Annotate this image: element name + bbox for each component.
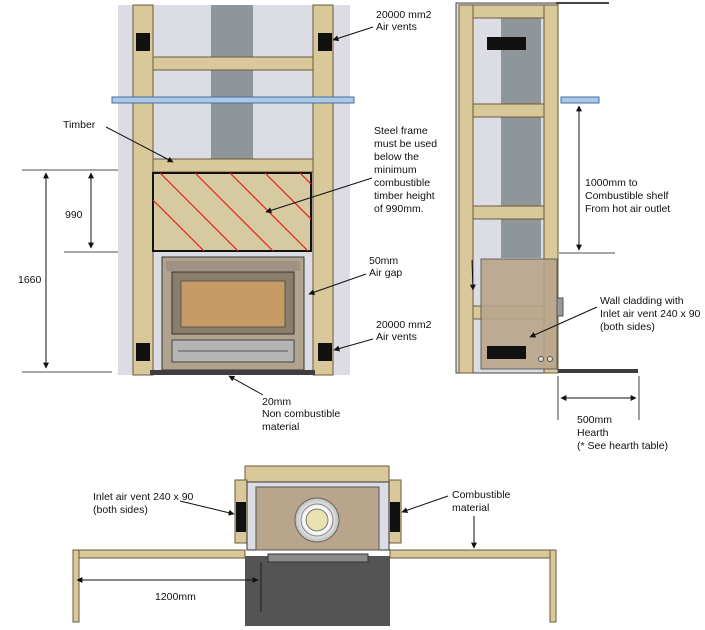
svg-text:minimum: minimum xyxy=(374,164,417,176)
svg-text:Air vents: Air vents xyxy=(376,21,417,33)
svg-text:must be used: must be used xyxy=(374,138,437,150)
side-hearth xyxy=(558,369,638,373)
timber-label: Timber xyxy=(63,119,96,131)
svg-text:Non combustible: Non combustible xyxy=(262,408,340,420)
timber-header xyxy=(152,158,314,173)
shelf-distance-label: 1000mm to Combustible shelf From hot air… xyxy=(585,177,670,215)
svg-text:combustible: combustible xyxy=(374,177,430,189)
air-gap-label: 50mm Air gap xyxy=(369,255,402,279)
air-vent-bottom-left xyxy=(136,343,150,361)
svg-text:1000mm to: 1000mm to xyxy=(585,177,638,189)
svg-text:Air gap: Air gap xyxy=(369,267,402,279)
timber-rail-top xyxy=(152,56,314,71)
dimension-1660-label: 1660 xyxy=(18,274,42,286)
flue-pipe xyxy=(211,5,253,170)
side-air-vent-bottom xyxy=(487,346,526,359)
plan-view: 1200mm Inlet air vent 240 x 90 (both sid… xyxy=(72,465,557,626)
inlet-vent-label: Inlet air vent 240 x 90 (both sides) xyxy=(93,491,194,516)
air-vent-top-right xyxy=(318,33,332,51)
timber-stud-left xyxy=(132,4,154,376)
stove-glass xyxy=(180,280,286,328)
plan-inlet-vent-right xyxy=(390,502,400,532)
plan-inlet-vent-left xyxy=(236,502,246,532)
hearth-label: 500mm Hearth (* See hearth table) xyxy=(577,414,668,452)
svg-text:of 990mm.: of 990mm. xyxy=(374,203,424,215)
timber-stud-right xyxy=(312,4,334,376)
non-combustible-plate xyxy=(150,370,315,375)
non-combustible-label: 20mm Non combustible material xyxy=(262,396,340,433)
svg-text:20000 mm2: 20000 mm2 xyxy=(376,9,432,21)
steel-frame xyxy=(152,172,312,252)
plan-hearth xyxy=(245,556,390,626)
side-air-vent-top xyxy=(487,37,526,50)
svg-text:50mm: 50mm xyxy=(369,255,398,267)
svg-text:Combustible: Combustible xyxy=(452,489,511,501)
plan-combustible-right xyxy=(389,549,557,559)
cladding-label: Wall cladding with Inlet air vent 240 x … xyxy=(600,295,701,333)
svg-text:material: material xyxy=(262,421,299,433)
steel-frame-label: Steel frame must be used below the minim… xyxy=(374,125,437,215)
side-view: 1000mm to Combustible shelf From hot air… xyxy=(455,2,701,452)
plan-combustible-left xyxy=(72,549,246,559)
air-vent-bottom-right xyxy=(318,343,332,361)
side-flue-pipe xyxy=(501,18,541,258)
combustible-shelf xyxy=(111,96,355,104)
svg-text:below the: below the xyxy=(374,151,419,163)
svg-text:Wall cladding with: Wall cladding with xyxy=(600,295,684,307)
side-stud-front xyxy=(458,4,474,374)
dimension-990-label: 990 xyxy=(65,209,83,221)
svg-text:(* See hearth table): (* See hearth table) xyxy=(577,440,668,452)
svg-text:20mm: 20mm xyxy=(262,396,291,408)
svg-text:material: material xyxy=(452,502,489,514)
plan-back-timber xyxy=(244,465,390,483)
top-vents-label: 20000 mm2 Air vents xyxy=(376,9,432,33)
svg-text:From hot air outlet: From hot air outlet xyxy=(585,203,670,215)
svg-text:(both sides): (both sides) xyxy=(600,321,655,333)
svg-text:Air vents: Air vents xyxy=(376,331,417,343)
svg-text:Steel frame: Steel frame xyxy=(374,125,428,137)
svg-text:Inlet air vent 240 x 90: Inlet air vent 240 x 90 xyxy=(600,308,701,320)
svg-text:Inlet air vent 240 x 90: Inlet air vent 240 x 90 xyxy=(93,491,194,503)
svg-text:500mm: 500mm xyxy=(577,414,612,426)
air-vent-top-left xyxy=(136,33,150,51)
svg-text:20000 mm2: 20000 mm2 xyxy=(376,319,432,331)
stove-top-panel xyxy=(166,261,300,271)
front-view: 990 1660 Timber 20000 mm2 Air vents Stee… xyxy=(18,4,437,433)
dimension-1200-label: 1200mm xyxy=(155,591,196,603)
svg-text:Combustible shelf: Combustible shelf xyxy=(585,190,669,202)
svg-text:Hearth: Hearth xyxy=(577,427,609,439)
side-shelf xyxy=(560,96,600,104)
svg-text:timber height: timber height xyxy=(374,190,435,202)
bottom-vents-label: 20000 mm2 Air vents xyxy=(376,319,432,343)
combustible-material-label: Combustible material xyxy=(452,489,511,514)
svg-text:(both sides): (both sides) xyxy=(93,504,148,516)
